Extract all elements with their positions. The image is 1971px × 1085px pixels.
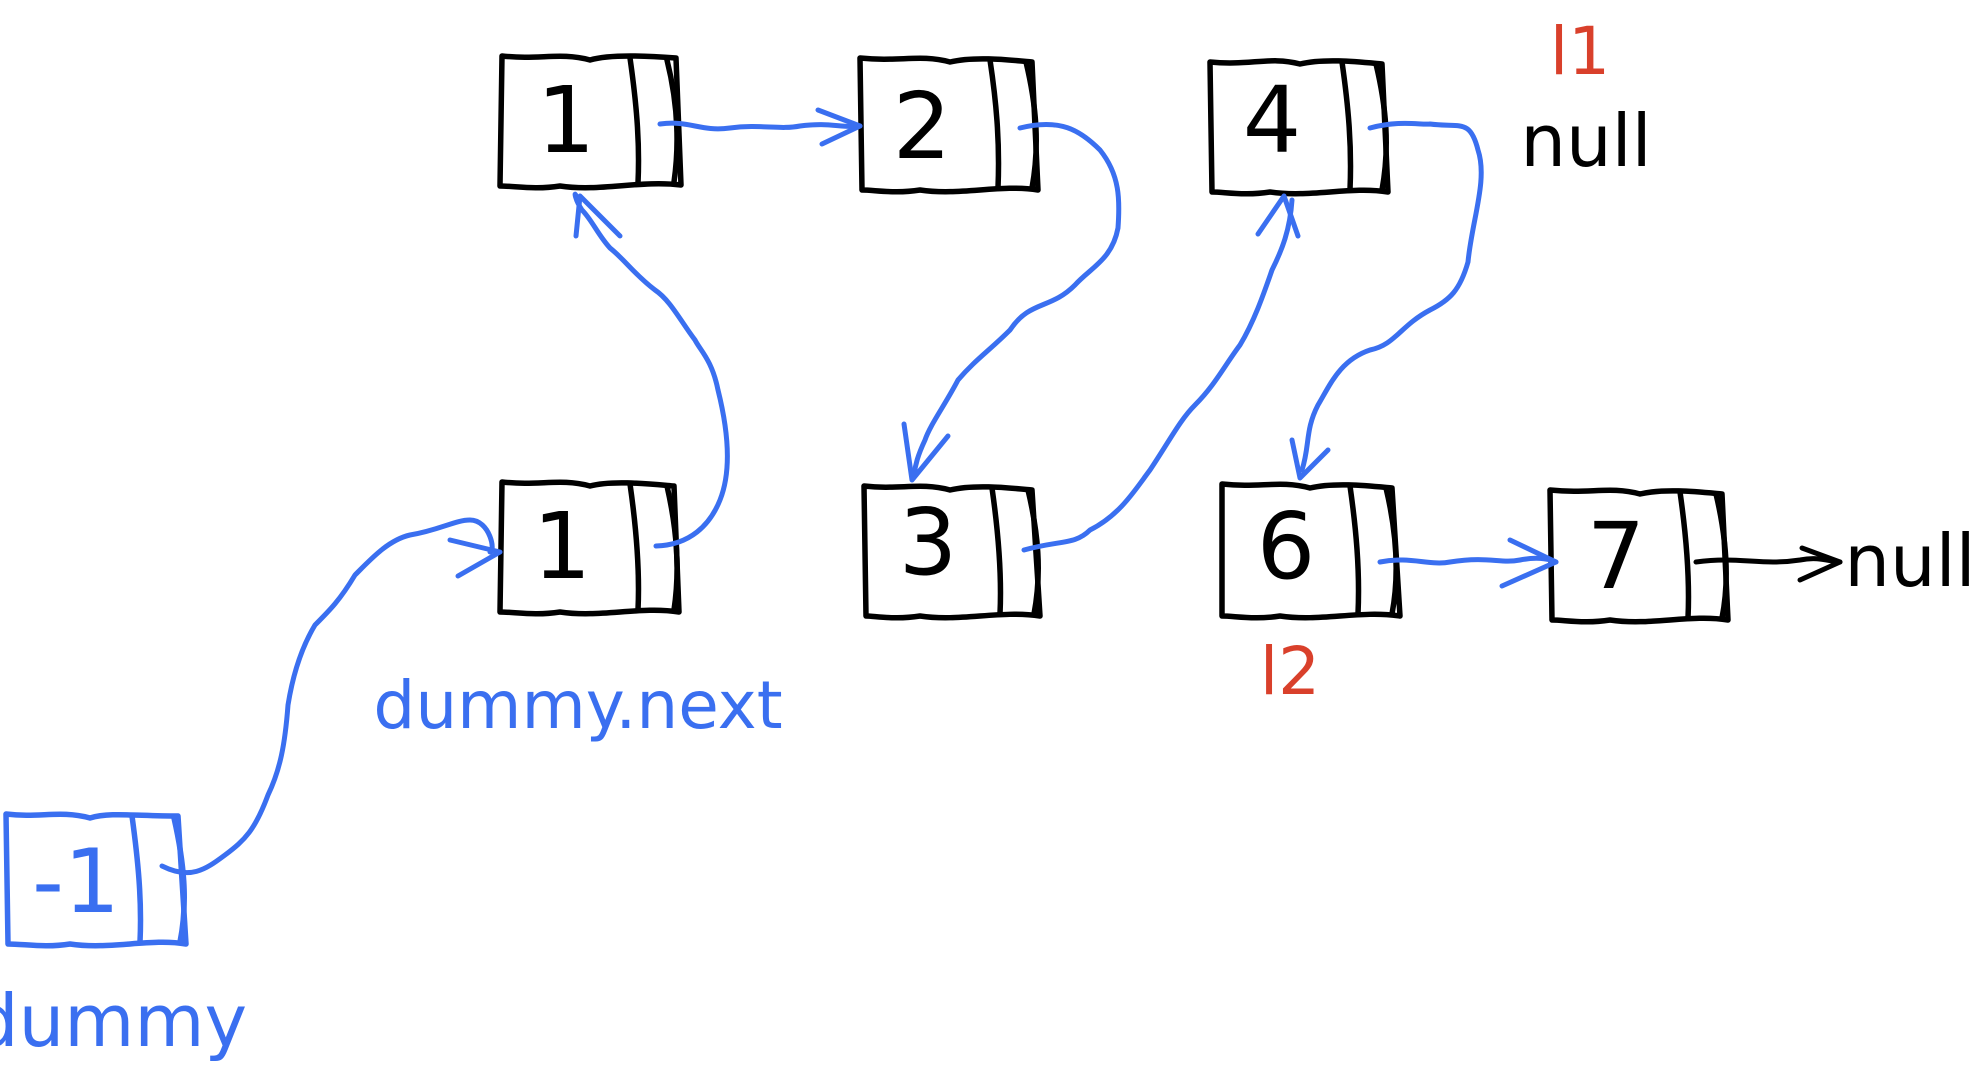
node-value: 1	[533, 493, 592, 600]
arrow-6-to-7	[1377, 537, 1559, 589]
tail-null-label: null	[1844, 519, 1971, 603]
l1-null-label: null	[1520, 99, 1651, 183]
node-bottom-6: 6	[1219, 481, 1403, 621]
arrow-bottom1-to-top1	[572, 191, 730, 549]
dummy-label: dummy	[0, 979, 247, 1063]
node-value: 3	[899, 489, 958, 596]
l2-label: l2	[1260, 633, 1320, 710]
arrow-1-to-2	[657, 107, 863, 147]
arrow-4-to-6	[1289, 120, 1484, 481]
node-dummy: -1	[3, 811, 189, 949]
dummy-next-label: dummy.next	[373, 667, 782, 744]
node-bottom-1: 1	[497, 479, 682, 617]
node-bottom-7: 7	[1547, 487, 1731, 625]
arrow-7-to-null	[1693, 545, 1843, 583]
node-top-1: 1	[497, 53, 684, 191]
node-value: 1	[537, 67, 596, 174]
arrow-2-to-3	[901, 122, 1122, 483]
arrow-dummy-to-bottom1	[159, 517, 503, 876]
node-top-4: 4	[1207, 58, 1391, 197]
node-bottom-3: 3	[861, 483, 1043, 621]
node-top-2: 2	[857, 55, 1041, 195]
node-value: 2	[893, 73, 952, 180]
node-value: 6	[1257, 493, 1316, 600]
l1-label: l1	[1550, 13, 1610, 90]
arrow-3-to-4	[1021, 193, 1301, 553]
node-value: 7	[1587, 503, 1646, 610]
node-value: -1	[32, 830, 120, 933]
node-value: 4	[1243, 67, 1302, 174]
